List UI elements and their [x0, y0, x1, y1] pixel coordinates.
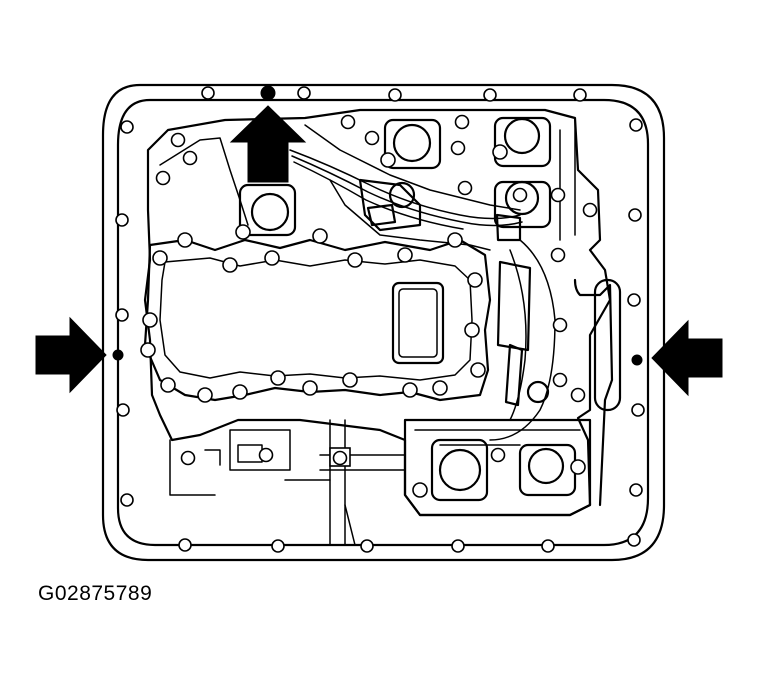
strainer-bolt	[197, 387, 213, 403]
arrow-down-icon	[229, 105, 307, 183]
strainer-bolt	[152, 250, 168, 266]
valve-body-bolt	[332, 450, 348, 466]
valve-body-bolt	[550, 247, 566, 263]
gasket-bolt-hole	[201, 86, 215, 100]
strainer-bolt	[432, 380, 448, 396]
gasket-bolt-hole	[483, 88, 497, 102]
gasket-bolt-hole	[297, 86, 311, 100]
valve-body-bolt	[570, 387, 586, 403]
gasket-bolt-hole	[178, 538, 192, 552]
gasket-bolt-hole	[629, 118, 643, 132]
lower-valve-section	[169, 278, 622, 546]
valve-body-plate	[143, 108, 612, 517]
alignment-dot-right	[631, 354, 643, 366]
gasket-bolt-hole	[628, 208, 642, 222]
gasket-bolt-hole	[120, 493, 134, 507]
gasket-bolt-hole	[627, 533, 641, 547]
gasket-bolt-hole	[627, 293, 641, 307]
interior-bolts	[155, 114, 598, 466]
valve-body-bolt	[490, 447, 506, 463]
arrow-left-icon	[651, 319, 723, 397]
oil-pan-outline	[101, 83, 666, 562]
gasket-bolt-hole	[120, 120, 134, 134]
gasket-bolt-hole	[115, 308, 129, 322]
strainer-bolt	[140, 342, 156, 358]
gasket-bolt-hole	[360, 539, 374, 553]
strainer-bolt	[342, 372, 358, 388]
figure-id-label: G02875789	[38, 582, 153, 605]
perimeter-bolt-holes	[115, 86, 645, 553]
strainer-bolt	[302, 380, 318, 396]
strainer-bolt	[447, 232, 463, 248]
wire-harness	[289, 149, 556, 441]
strainer-bolts	[140, 228, 486, 403]
strainer-bolt	[264, 250, 280, 266]
strainer-bolt	[397, 247, 413, 263]
solenoid-lower-center	[412, 438, 489, 502]
solenoid-lower-right	[518, 443, 586, 497]
strainer-bolt	[160, 377, 176, 393]
strainer-bolt	[270, 370, 286, 386]
valve-body-bolt	[364, 130, 380, 146]
valve-body-bolt	[258, 447, 274, 463]
valve-body-bolt	[552, 372, 568, 388]
gasket-bolt-hole	[116, 403, 130, 417]
gasket-bolt-hole	[451, 539, 465, 553]
strainer-bolt	[232, 384, 248, 400]
solenoid-top-right	[492, 116, 552, 168]
valve-body-bolt	[512, 187, 528, 203]
strainer-bolt	[312, 228, 328, 244]
arrow-right-icon	[35, 316, 107, 394]
strainer-bolt	[470, 362, 486, 378]
valve-body-bolt	[550, 187, 566, 203]
strainer-bolt	[142, 312, 158, 328]
strainer-bolt	[464, 322, 480, 338]
valve-body-bolt	[180, 450, 196, 466]
strainer-bolt	[402, 382, 418, 398]
valve-body-bolt	[582, 202, 598, 218]
valve-body-bolt	[454, 114, 470, 130]
valve-body-bolt	[155, 170, 171, 186]
solenoid-upper-left	[235, 183, 297, 240]
solenoid-top-center	[380, 118, 442, 170]
solenoid-center	[358, 178, 422, 232]
strainer-bolt	[177, 232, 193, 248]
alignment-dot-top	[260, 85, 276, 101]
valve-body-bolt	[182, 150, 198, 166]
gasket-bolt-hole	[388, 88, 402, 102]
strainer-bolt	[467, 272, 483, 288]
oil-strainer-plate	[143, 238, 492, 402]
alignment-dot-left	[112, 349, 124, 361]
valve-body-bolt	[340, 114, 356, 130]
valve-body-bolt	[552, 317, 568, 333]
valve-body-bolt	[457, 180, 473, 196]
gasket-bolt-hole	[629, 483, 643, 497]
gasket-bolt-hole	[573, 88, 587, 102]
gasket-bolt-hole	[541, 539, 555, 553]
strainer-outlet-window	[391, 281, 445, 365]
strainer-bolt	[347, 252, 363, 268]
strainer-bolt	[222, 257, 238, 273]
valve-body-bolt	[450, 140, 466, 156]
gasket-bolt-hole	[631, 403, 645, 417]
gasket-bolt-hole	[115, 213, 129, 227]
valve-body-bolt	[170, 132, 186, 148]
gasket-bolt-hole	[271, 539, 285, 553]
